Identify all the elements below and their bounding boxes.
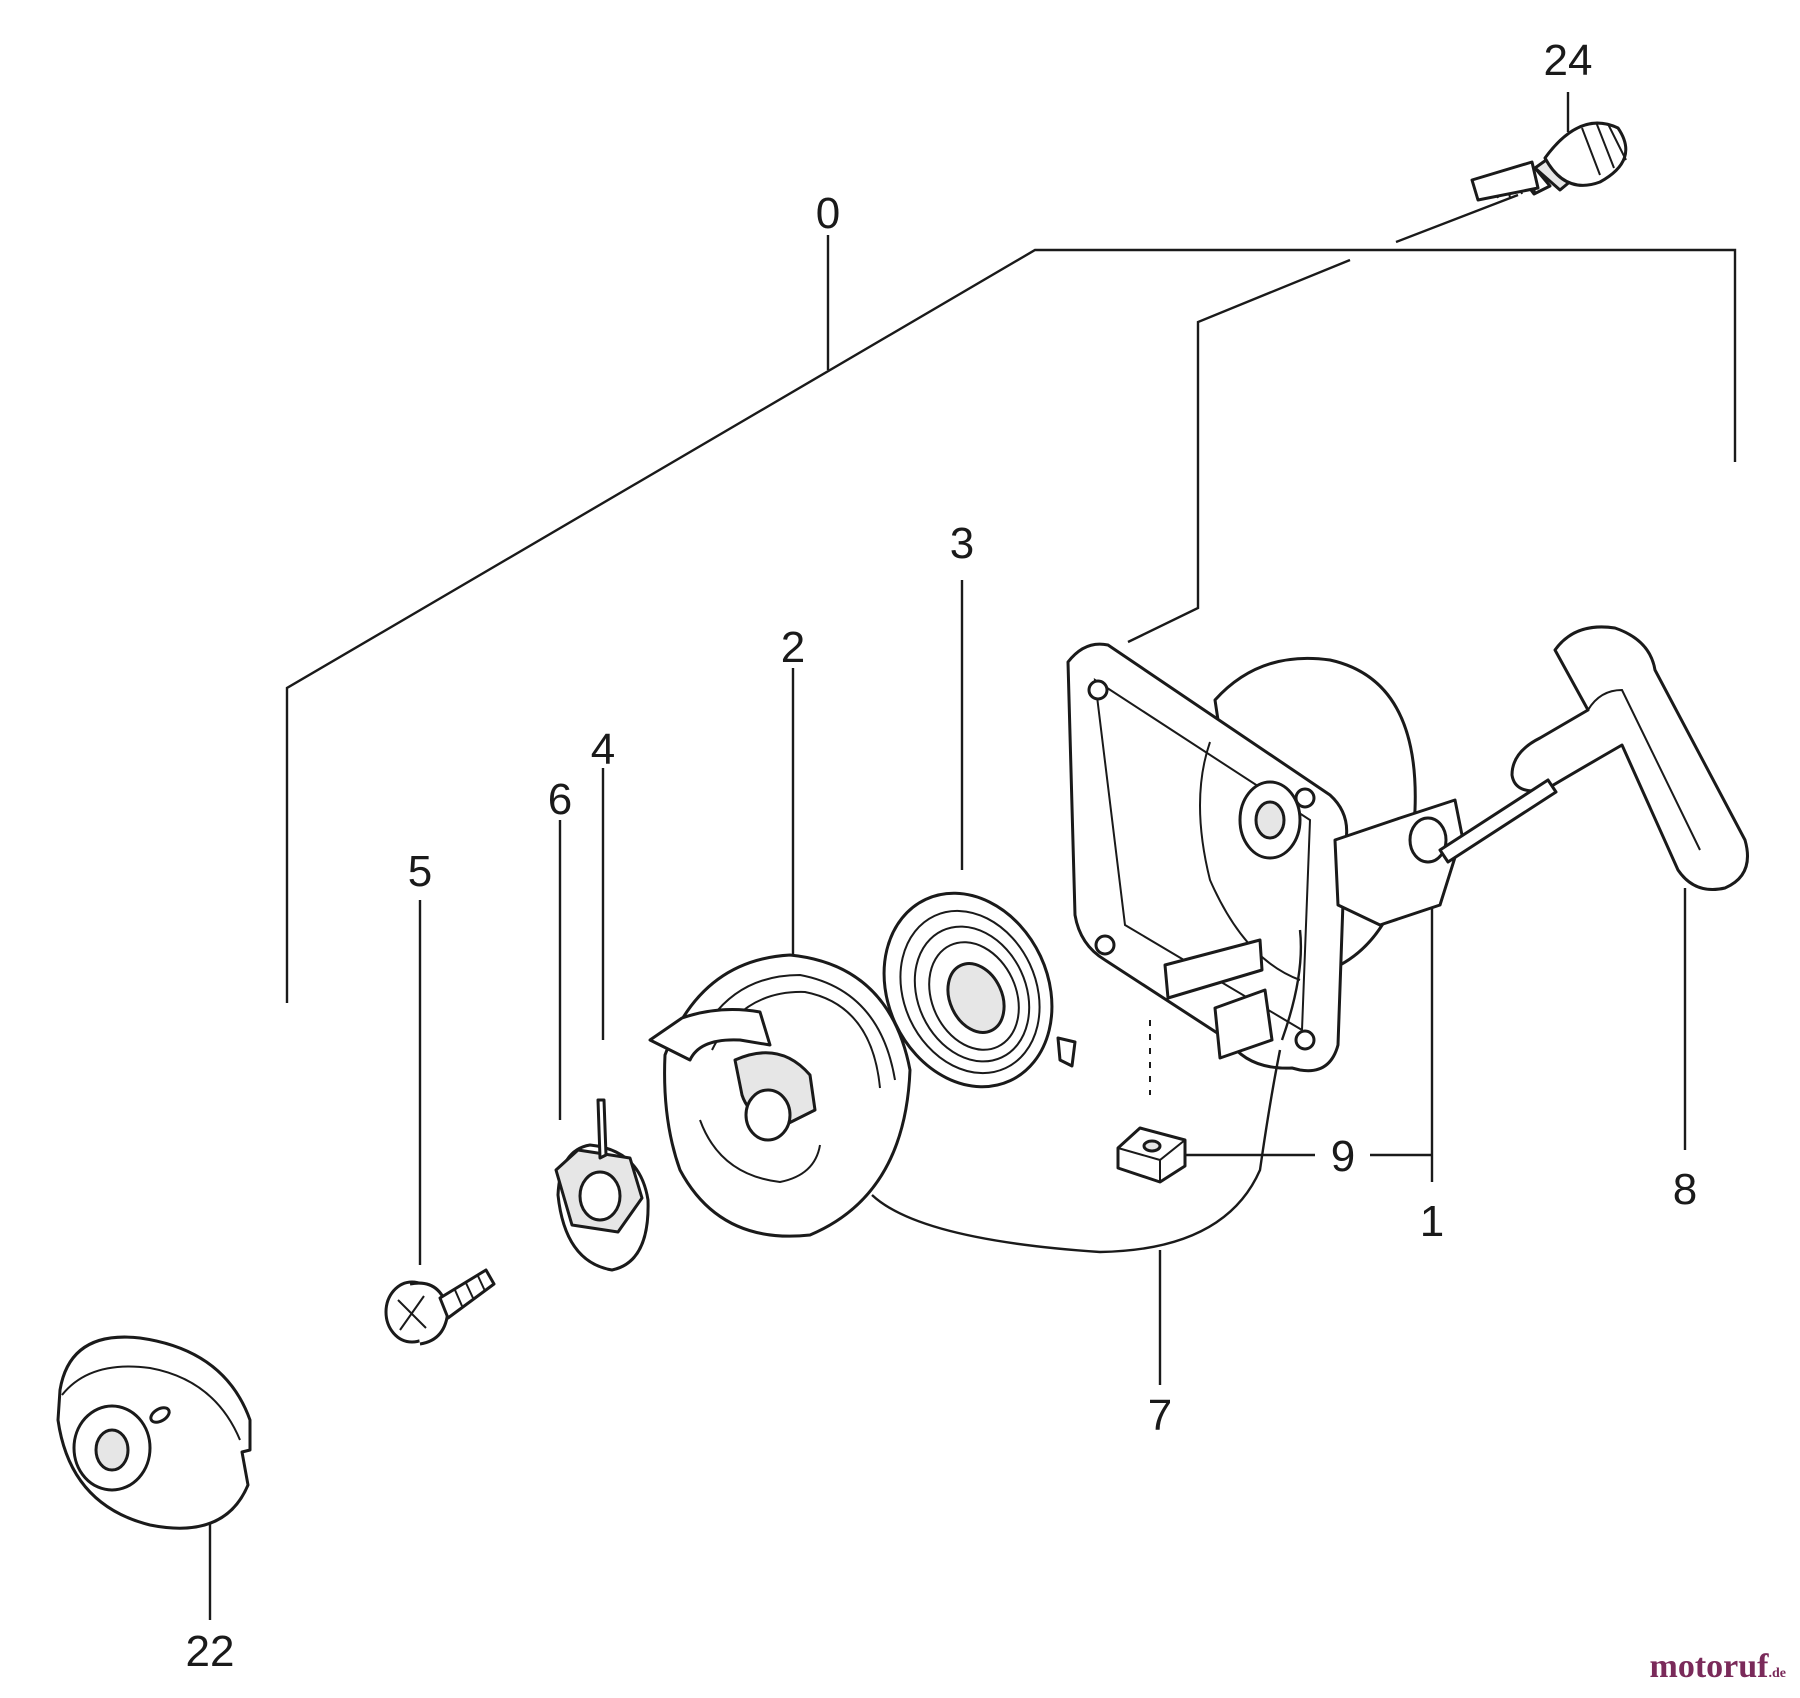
callout-22: 22	[186, 1627, 235, 1676]
callout-2: 2	[781, 623, 805, 672]
starter-housing-1-icon	[1066, 642, 1464, 1073]
reel-2-icon	[648, 953, 912, 1238]
callout-4: 4	[591, 725, 615, 774]
bolt-24-icon	[1470, 121, 1628, 202]
pin-4-icon	[596, 1098, 608, 1160]
screw-5-icon	[384, 1268, 496, 1346]
spring-3-icon	[882, 891, 1077, 1089]
pawl-6-icon	[554, 1143, 650, 1272]
rope-7-icon	[871, 929, 1303, 1254]
pad-9-icon	[1116, 1126, 1187, 1184]
pulley-22-icon	[56, 1335, 252, 1530]
callout-24: 24	[1544, 36, 1593, 85]
callout-0: 0	[816, 189, 840, 238]
callout-6: 6	[548, 775, 572, 824]
leader-lines	[208, 92, 1737, 1620]
callout-5: 5	[408, 847, 432, 896]
callout-3: 3	[950, 519, 974, 568]
callout-1: 1	[1420, 1197, 1444, 1246]
callout-9: 9	[1331, 1132, 1355, 1181]
callout-8: 8	[1673, 1165, 1697, 1214]
handle-8-icon	[1438, 625, 1749, 891]
callout-labels: 0 24 3 2 4 6 5 9 1 8 7 22	[186, 36, 1698, 1676]
callout-7: 7	[1148, 1391, 1172, 1440]
watermark-logo: motoruf.de	[1649, 1648, 1786, 1685]
